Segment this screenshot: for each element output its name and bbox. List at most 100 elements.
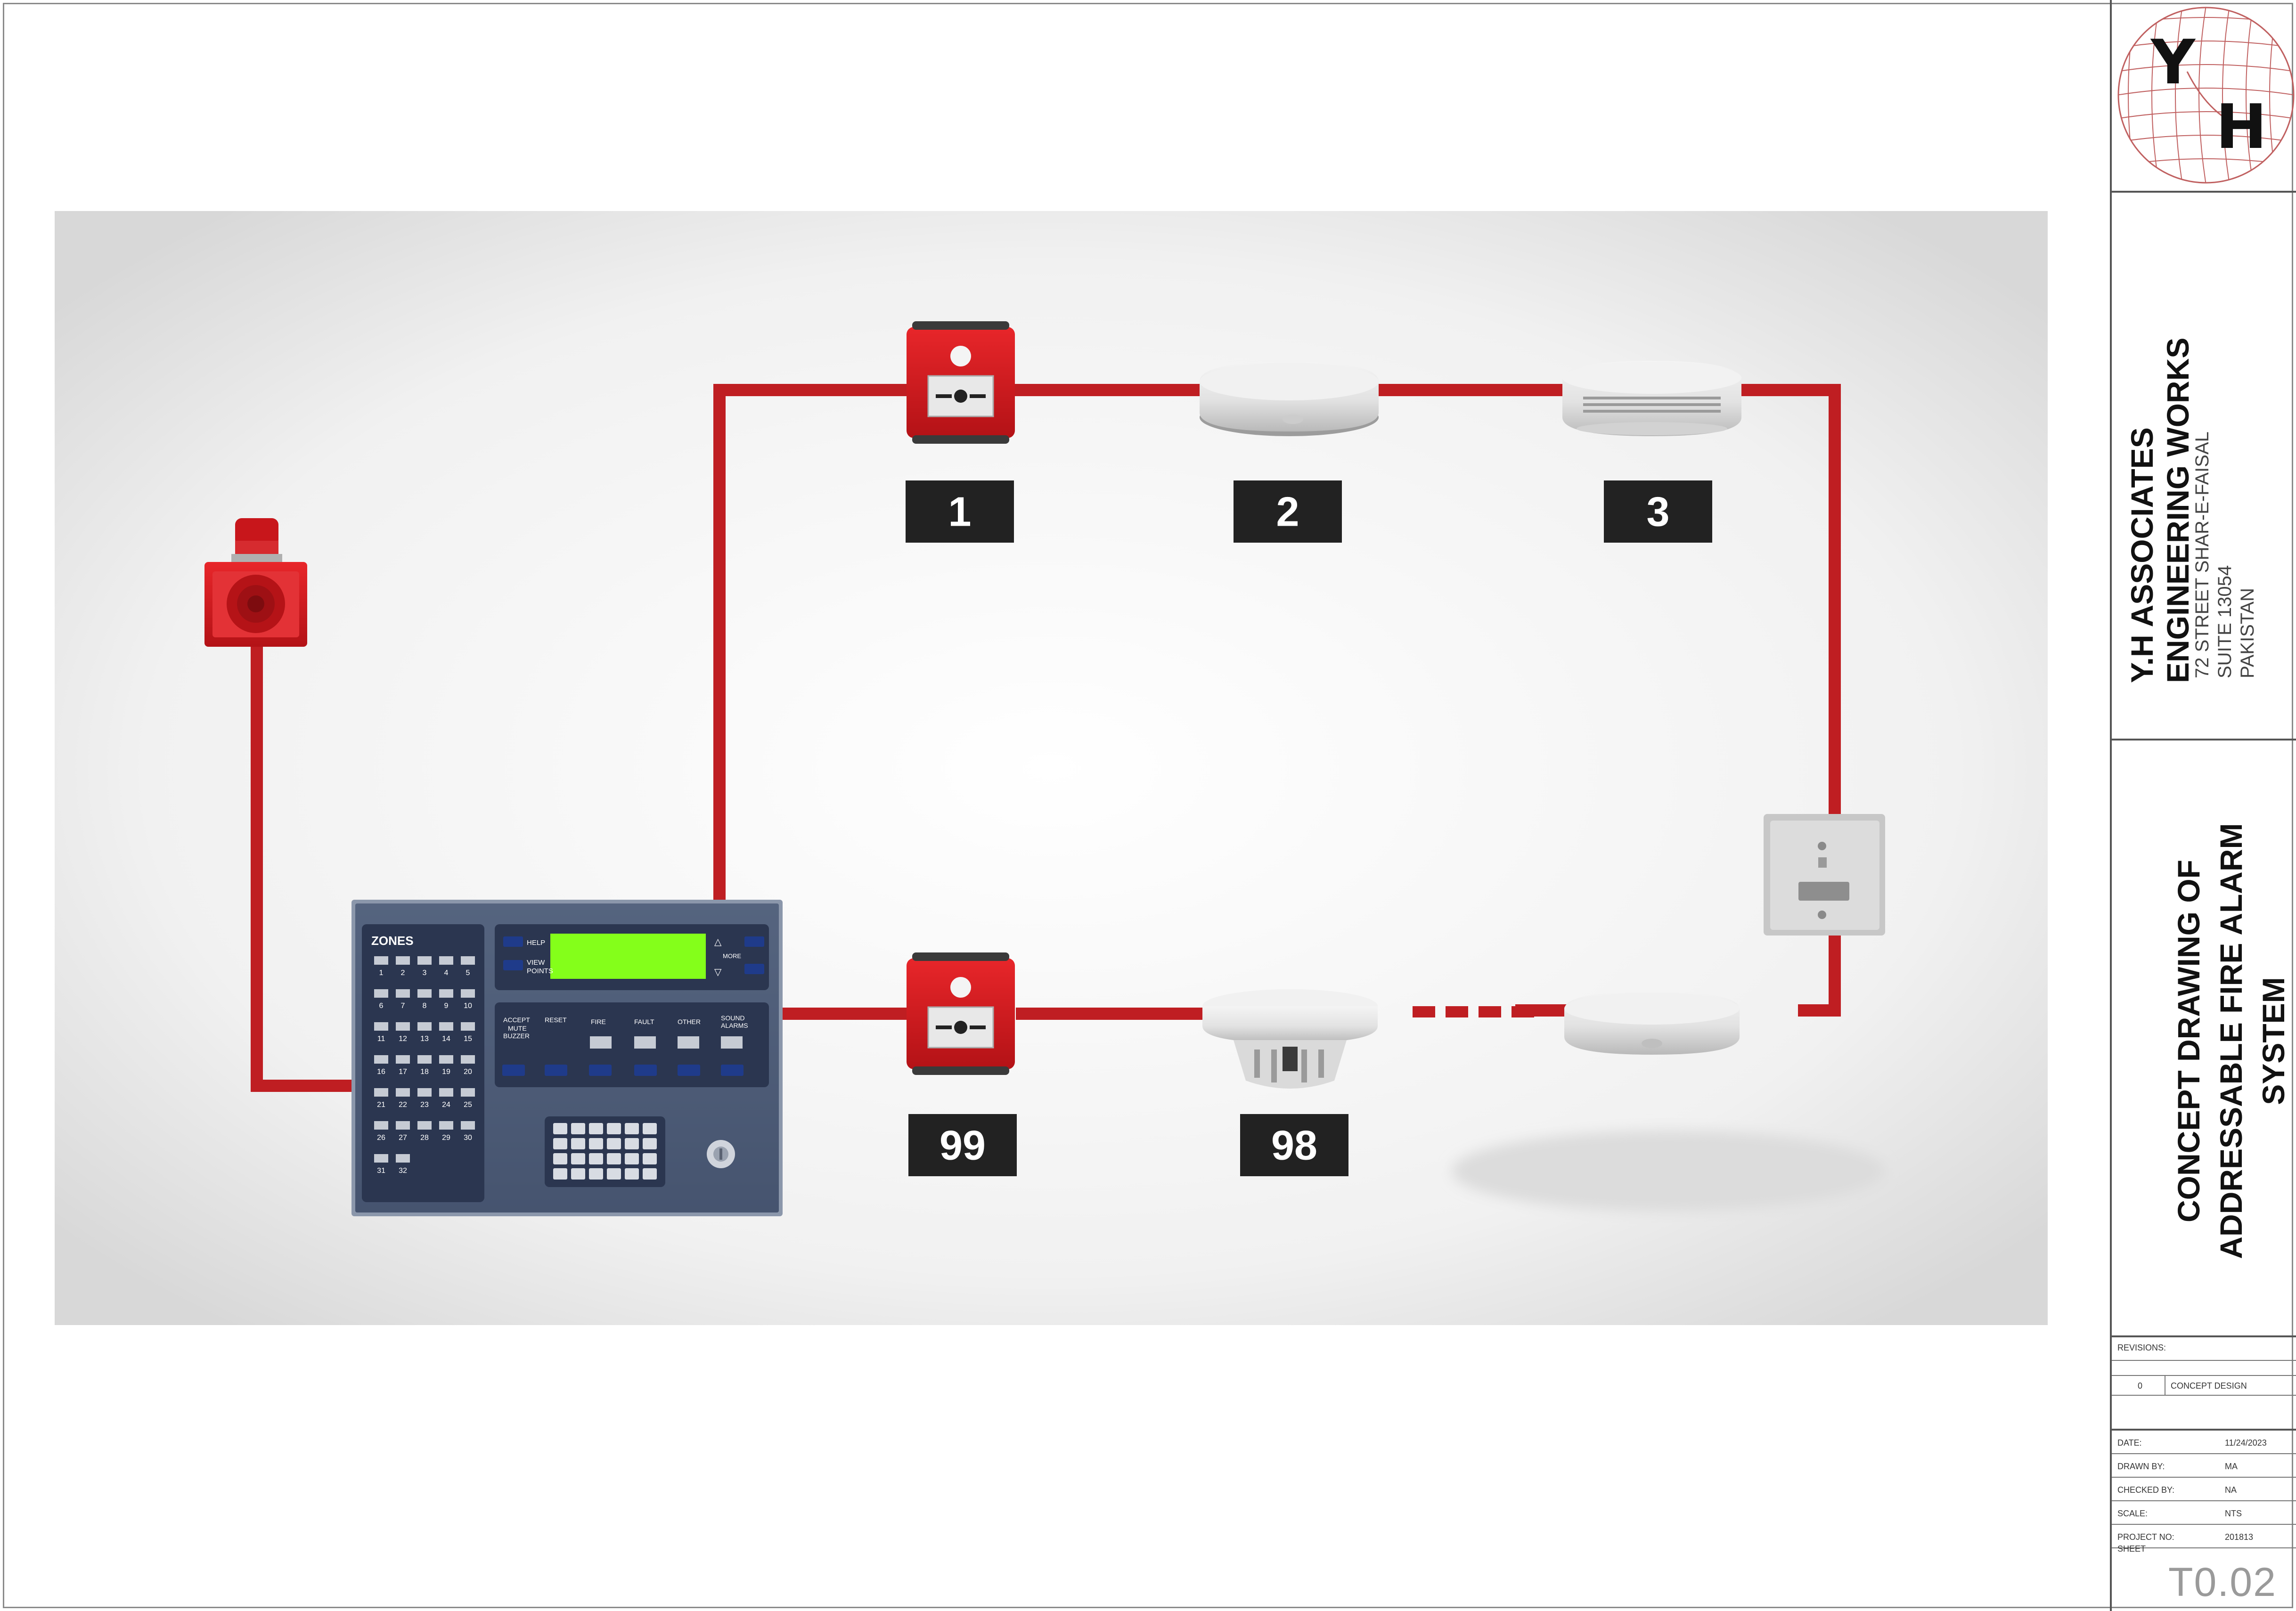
title-block-divider xyxy=(2112,191,2296,193)
zone-number: 12 xyxy=(399,1035,407,1043)
zone-number: 25 xyxy=(464,1101,472,1109)
zone-number: 26 xyxy=(377,1134,385,1142)
drawing-title-line-2: ADDRESSABLE FIRE ALARM xyxy=(2214,823,2248,1259)
zone-number: 10 xyxy=(464,1002,472,1010)
keypad-key xyxy=(643,1123,657,1134)
keypad-key xyxy=(571,1168,585,1180)
zone-indicator xyxy=(374,1154,388,1163)
checked-by-row: CHECKED BY: NA xyxy=(2112,1478,2296,1501)
zone-indicator xyxy=(417,989,432,998)
zone-number: 14 xyxy=(442,1035,450,1043)
project-no-row: PROJECT NO: 201813 xyxy=(2112,1525,2296,1548)
loop-continuation-dashes xyxy=(1413,1006,1534,1017)
zone-indicator xyxy=(461,1088,475,1097)
mute-label: MUTE xyxy=(508,1025,527,1032)
logo-letter-y: Y xyxy=(2150,26,2196,98)
title-block-divider xyxy=(2112,1335,2296,1337)
revision-table: REVISIONS: 0 CONCEPT DESIGN DATE: 11/24/… xyxy=(2112,1335,2296,1548)
keypad-key xyxy=(571,1153,585,1164)
zone-indicator xyxy=(396,1022,410,1031)
keypad-key xyxy=(607,1168,621,1180)
sounder-wire xyxy=(251,621,356,1092)
zone-number: 23 xyxy=(420,1101,429,1109)
device-label-3-text: 3 xyxy=(1647,488,1670,535)
zone-number: 28 xyxy=(420,1134,429,1142)
address-line-2: SUITE 13054 xyxy=(2214,565,2235,678)
zone-number: 5 xyxy=(466,969,470,977)
keypad-key xyxy=(607,1138,621,1149)
company-address: 72 STREET SHAR-E-FAISAL SUITE 13054 PAKI… xyxy=(2191,431,2259,678)
date-label: DATE: xyxy=(2117,1438,2142,1448)
zone-number: 18 xyxy=(420,1068,429,1076)
keypad-key xyxy=(643,1138,657,1149)
keypad-key xyxy=(625,1138,639,1149)
fault-label: FAULT xyxy=(634,1018,654,1025)
fire-label: FIRE xyxy=(591,1018,606,1025)
more-label: MORE xyxy=(723,952,741,960)
keypad-key xyxy=(553,1153,567,1164)
keypad-key xyxy=(607,1123,621,1134)
device-label-2-text: 2 xyxy=(1276,488,1299,535)
zone-indicator xyxy=(439,1022,453,1031)
manual-call-point-icon xyxy=(907,321,1015,444)
keypad-key xyxy=(589,1123,603,1134)
title-block-divider xyxy=(2112,739,2296,740)
zone-indicator xyxy=(396,1121,410,1130)
zone-indicator xyxy=(439,1121,453,1130)
svg-text:▽: ▽ xyxy=(714,967,722,977)
zone-indicator xyxy=(461,989,475,998)
company-name-line-1: Y.H ASSOCIATES xyxy=(2124,427,2159,683)
buzzer-label: BUZZER xyxy=(503,1032,530,1040)
right-loop-wire xyxy=(1798,931,1841,1017)
zone-number: 9 xyxy=(444,1002,449,1010)
zone-number: 32 xyxy=(399,1167,407,1175)
zone-indicator xyxy=(439,989,453,998)
keypad-key xyxy=(625,1168,639,1180)
zone-number: 17 xyxy=(399,1068,407,1076)
device-label-3: 3 xyxy=(1604,480,1712,543)
logo-letter-h: H xyxy=(2216,91,2267,163)
device-label-1-text: 1 xyxy=(948,488,972,535)
company-name-line-2: ENGINEERING WORKS xyxy=(2160,337,2195,683)
sound-label: SOUND xyxy=(721,1014,745,1022)
drawing-title-line-3: SYSTEM xyxy=(2256,977,2291,1105)
zone-number: 19 xyxy=(442,1068,450,1076)
checked-by-label: CHECKED BY: xyxy=(2117,1485,2175,1495)
zone-indicator xyxy=(461,1022,475,1031)
strobe-beacon-icon xyxy=(204,518,307,647)
zone-indicator xyxy=(374,989,388,998)
zone-indicator xyxy=(461,1121,475,1130)
keypad-key xyxy=(643,1168,657,1180)
zone-number: 20 xyxy=(464,1068,472,1076)
device-label-99-text: 99 xyxy=(940,1122,986,1169)
manual-call-point-icon xyxy=(907,952,1015,1075)
keypad-key xyxy=(625,1123,639,1134)
zone-indicator xyxy=(396,1088,410,1097)
other-label: OTHER xyxy=(678,1018,701,1025)
device-label-2: 2 xyxy=(1234,480,1342,543)
date-row: DATE: 11/24/2023 xyxy=(2112,1431,2296,1454)
zone-indicator xyxy=(396,956,410,965)
alarms-label: ALARMS xyxy=(721,1022,748,1029)
reset-label: RESET xyxy=(545,1016,567,1024)
zone-indicator xyxy=(396,1154,410,1163)
zone-indicator xyxy=(396,989,410,998)
keypad-key xyxy=(553,1123,567,1134)
fire-alarm-diagram: 1 2 3 99 98 ZONES 1234567891011121314151… xyxy=(55,211,2048,1325)
zone-indicator xyxy=(396,1055,410,1064)
accept-label: ACCEPT xyxy=(503,1016,530,1024)
zone-indicator xyxy=(417,956,432,965)
zone-indicator xyxy=(374,956,388,965)
keypad-key xyxy=(625,1153,639,1164)
view-label: VIEW xyxy=(527,959,545,967)
zone-number: 22 xyxy=(399,1101,407,1109)
keypad-key xyxy=(571,1138,585,1149)
revision-spacer xyxy=(2112,1361,2296,1376)
zone-number: 29 xyxy=(442,1134,450,1142)
zone-number: 3 xyxy=(423,969,427,977)
zone-indicator xyxy=(374,1121,388,1130)
zone-indicator xyxy=(374,1055,388,1064)
keypad-key xyxy=(589,1138,603,1149)
company-logo: Y H xyxy=(2117,7,2295,184)
